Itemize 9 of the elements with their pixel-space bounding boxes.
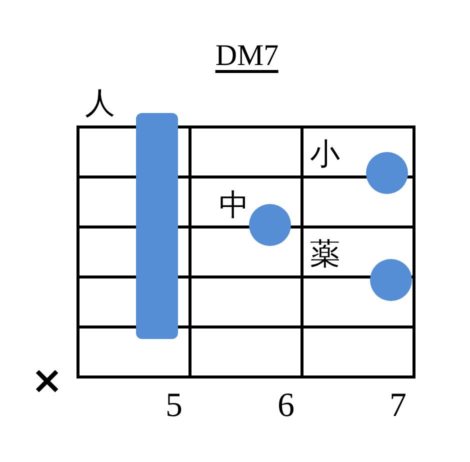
chord-title: DM7 [215,42,279,73]
fret-number: 6 [278,389,294,423]
muted-string-mark: × [31,361,63,399]
finger-label: 薬 [310,240,340,270]
finger-label: 中 [219,191,249,221]
finger-label: 人 [85,89,115,119]
finger-label: 小 [310,140,340,170]
fret-number: 7 [390,389,406,423]
fret-number: 5 [166,389,182,423]
